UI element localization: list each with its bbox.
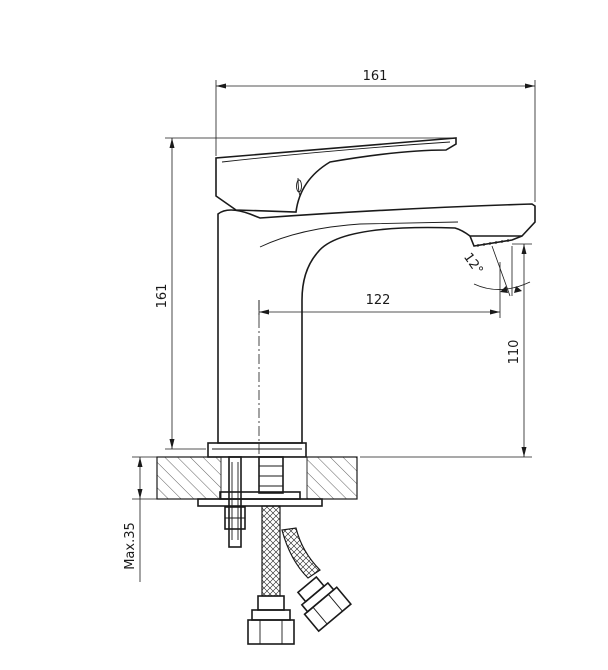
dim-overall-width: 161 xyxy=(215,69,536,202)
dim-label-spout-angle: 12° xyxy=(460,250,486,277)
dim-overall-height: 161 xyxy=(155,137,454,450)
dim-label-overall-width: 161 xyxy=(363,69,388,84)
dim-label-spout-height: 110 xyxy=(507,340,522,365)
dim-label-spout-reach: 122 xyxy=(366,293,391,308)
dim-spout-angle: 12° xyxy=(460,245,531,297)
dim-label-overall-height: 161 xyxy=(155,284,170,309)
flex-hoses xyxy=(247,505,352,645)
mounting-hardware xyxy=(197,456,323,548)
dim-spout-reach: 122 xyxy=(258,262,501,318)
dim-max-thickness: Max.35 xyxy=(123,456,157,582)
dim-spout-height: 110 xyxy=(360,243,532,458)
faucet-body xyxy=(207,203,536,458)
lever-handle xyxy=(215,137,457,213)
dim-label-max-thickness: Max.35 xyxy=(123,522,138,570)
